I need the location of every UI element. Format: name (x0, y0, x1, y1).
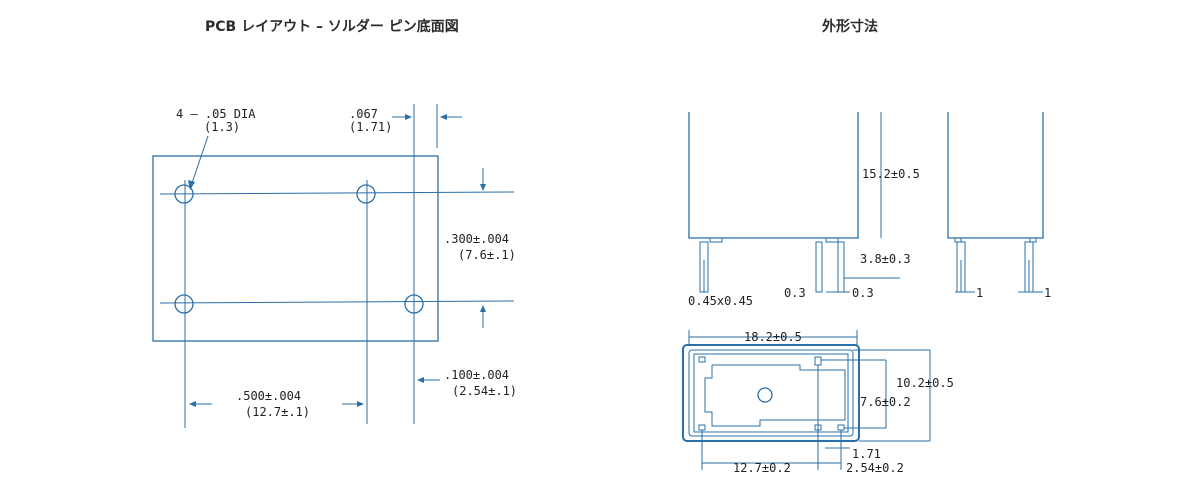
row-pitch-in-label: .300±.004 (444, 232, 509, 246)
side-view-body (947, 112, 1044, 239)
outline-dimensions-title: 外形寸法 (822, 19, 878, 35)
col-pitch-arrowhead-left (189, 401, 196, 407)
pitch-long-label: 12.7±0.2 (733, 461, 791, 475)
hole-dia-arrowhead (188, 180, 195, 190)
pin-section-label: 0.45x0.45 (688, 294, 753, 308)
side-pin-left-label: 1 (976, 286, 983, 300)
pcb-row-line-bottom (159, 300, 515, 304)
front-view-foot-left (709, 237, 723, 243)
col-pitch-arrowhead-right (357, 401, 364, 407)
bottom-center-mark (757, 387, 773, 403)
row-pitch-mm-label: (7.6±.1) (458, 248, 516, 262)
front-pin-3 (837, 241, 845, 293)
pin-length-label: 3.8±0.3 (860, 252, 911, 266)
gap-left-label: 0.3 (784, 286, 806, 300)
hole-dia-mm-label: (1.3) (204, 120, 240, 134)
pitch-short-label: 2.54±0.2 (846, 461, 904, 475)
bottom-pin-3 (698, 424, 706, 431)
bottom-recess (704, 364, 846, 427)
pcb-hole-top-right (356, 184, 376, 204)
col-pitch-mm-label: (12.7±.1) (245, 405, 310, 419)
col-pitch-in-label: .500±.004 (236, 389, 301, 403)
front-view-body (688, 112, 859, 239)
offset-mm-label: (2.54±.1) (452, 384, 517, 398)
front-view-drawing: 15.2±0.5 3.8±0.3 0.45x0.45 0.3 0.3 (688, 112, 920, 308)
bottom-body-inner (688, 349, 854, 437)
pin-width-mm-label: (1.71) (349, 120, 392, 134)
offset-in-label: .100±.004 (444, 368, 509, 382)
pcb-outline (152, 155, 439, 342)
bottom-view-drawing: 18.2±0.5 10.2±0.5 7.6±0.2 1.71 12.7±0.2 (682, 330, 954, 475)
pcb-row-line-top (159, 191, 515, 195)
front-pin-2 (815, 241, 823, 293)
pin-offset-label: 1.71 (852, 447, 881, 461)
pcb-layout-drawing: 4 — .05 DIA (1.3) .067 (1.71) .300±.004 … (152, 104, 517, 428)
width-label: 10.2±0.5 (896, 376, 954, 390)
pin-width-arrowhead-right (440, 114, 447, 120)
offset-arrowhead (417, 377, 424, 383)
hole-dia-leader (190, 135, 209, 187)
side-view-drawing: 1 1 (947, 112, 1051, 300)
bottom-pin-2 (814, 356, 822, 366)
bottom-pin-5 (837, 424, 845, 431)
bottom-pin-1 (698, 356, 706, 363)
inner-width-label: 7.6±0.2 (860, 395, 911, 409)
gap-right-label: 0.3 (852, 286, 874, 300)
pcb-layout-title: PCB レイアウト – ソルダー ピン底面図 (205, 19, 459, 35)
pin-width-in-label: .067 (349, 107, 378, 121)
hole-dia-in-label: 4 — .05 DIA (176, 107, 256, 121)
height-label: 15.2±0.5 (862, 167, 920, 181)
pin-width-arrowhead-left (405, 114, 412, 120)
pcb-hole-bottom-left (174, 294, 194, 314)
row-pitch-arrowhead-bottom (480, 305, 486, 312)
front-view-foot-right (825, 237, 839, 243)
bottom-body-outer (682, 344, 860, 442)
side-pin-right-label: 1 (1044, 286, 1051, 300)
bottom-body-face (693, 353, 849, 433)
row-pitch-arrowhead-top (480, 184, 486, 191)
length-label: 18.2±0.5 (744, 330, 802, 344)
